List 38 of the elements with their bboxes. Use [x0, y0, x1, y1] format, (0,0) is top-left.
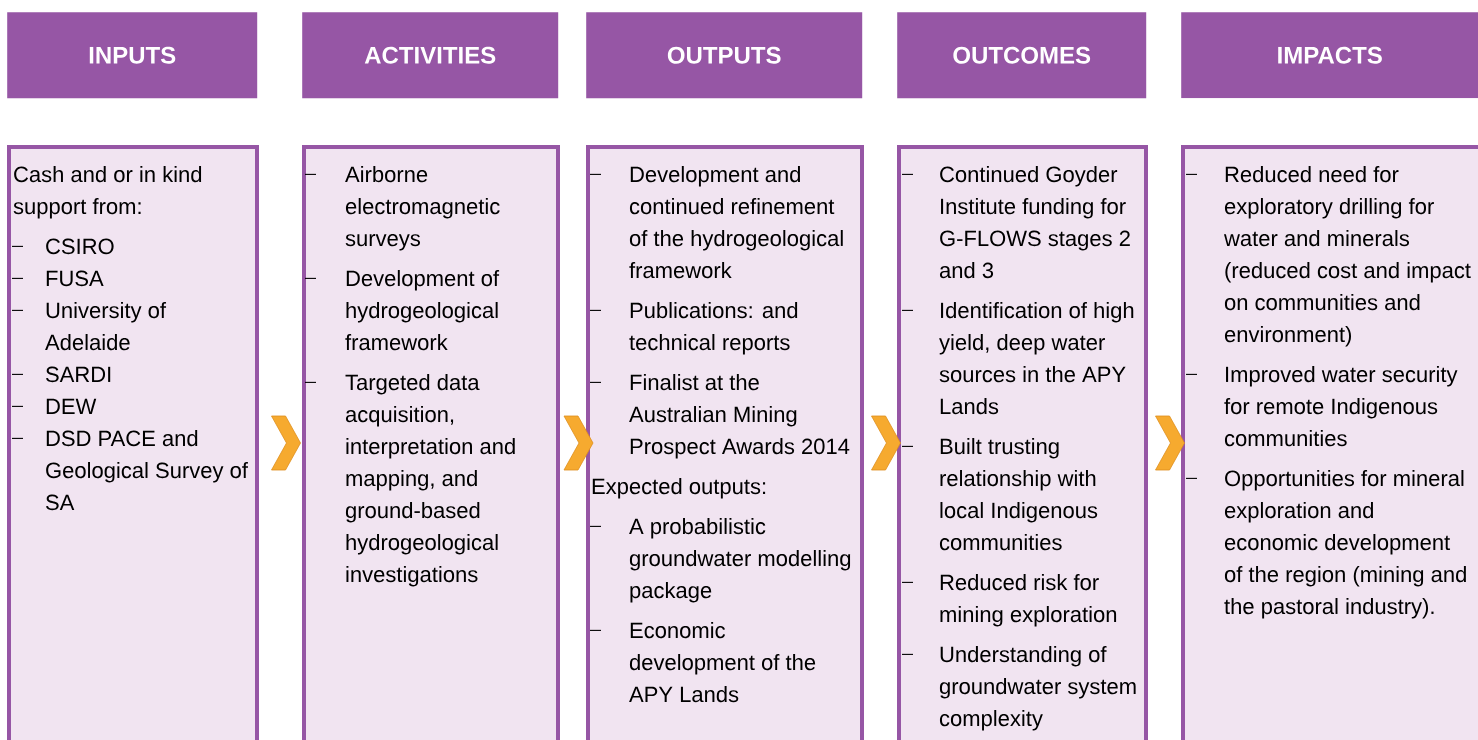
list-item: Economic development of the APY Lands	[629, 622, 816, 703]
chevron-arrow	[871, 415, 901, 471]
list-item: DEW	[46, 398, 97, 414]
header-box: ACTIVITIES	[302, 12, 559, 99]
chevron-arrow	[1155, 415, 1185, 471]
list-item: Development and continued refinement of the hydrogeological framework	[629, 166, 843, 279]
list-item: Finalist at the Australian Mining Prospect Awards 2014	[629, 374, 850, 459]
list-item: CSIRO	[46, 238, 114, 255]
list-item: Targeted data acquisition, interpretation and mapping, and ground-based hydrogeological investigations	[345, 374, 515, 587]
header-box: IMPACTS	[1181, 12, 1478, 99]
list-item: University of Adelaide	[45, 302, 167, 351]
chevron-arrow	[563, 415, 594, 471]
list-item: Reduced risk for mining exploration	[940, 574, 1117, 627]
list-item: Publications: and technical reports	[629, 302, 798, 355]
list-heading: Expected outputs:	[592, 478, 766, 499]
list-item: Improved water security for remote Indigenous communities	[1224, 366, 1458, 447]
content-box	[897, 145, 1148, 740]
list-item: Understanding of groundwater system complexity	[939, 646, 1136, 731]
content-box	[586, 145, 864, 740]
list-item: Development of hydrogeological framework	[345, 270, 500, 351]
list-item: Built trusting relationship with local Indigenous communities	[939, 438, 1098, 551]
list-item: DSD PACE and Geological Survey of SA	[46, 430, 248, 511]
list-item: Continued Goyder Institute funding for G-FLOWS stages 2 and 3	[939, 166, 1130, 279]
header-box: INPUTS	[7, 12, 258, 99]
list-item: Opportunities for mineral exploration and economic development of the region (mining and the pastoral industry).	[1224, 470, 1466, 619]
list-item: SARDI	[46, 366, 111, 383]
header-box: OUTPUTS	[586, 12, 863, 99]
content-box	[302, 145, 560, 740]
list-heading: Cash and or in kind support from:	[13, 166, 202, 219]
list-item: FUSA	[46, 270, 104, 287]
chevron-arrow	[271, 415, 301, 471]
header-box: OUTCOMES	[897, 12, 1147, 99]
list-item: Identification of high yield, deep water sources in the APY Lands	[939, 302, 1134, 415]
content-box	[1181, 145, 1478, 740]
content-box	[7, 145, 259, 740]
list-item: Airborne electromagnetic surveys	[345, 166, 500, 251]
list-item: A probabilistic groundwater modelling package	[629, 518, 851, 603]
list-item: Reduced need for exploratory drilling for water and minerals (reduced cost and impact on communities and environment)	[1224, 166, 1471, 347]
